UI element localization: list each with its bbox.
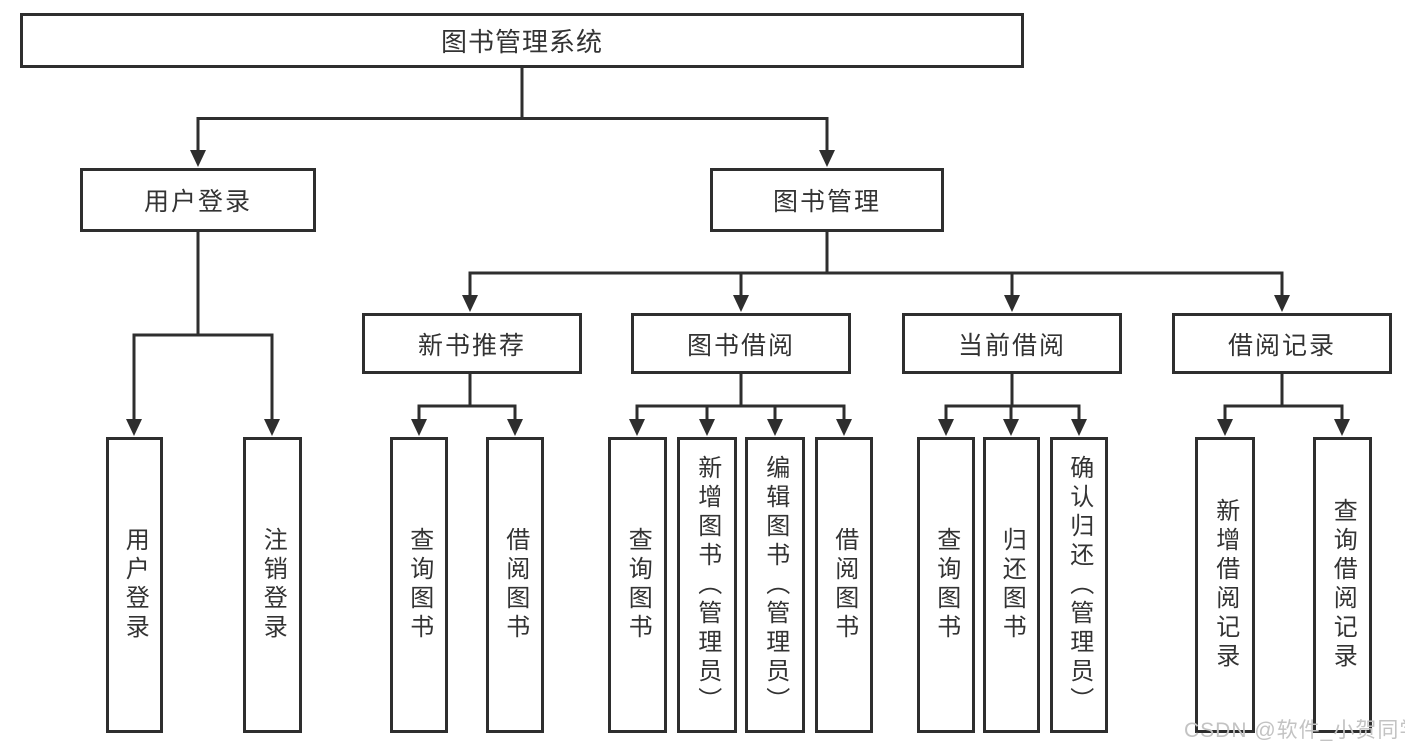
- leaf-add-book-admin: 新增图书（管理员）: [677, 437, 737, 733]
- edge-root-to-level2: [190, 68, 835, 167]
- csdn-watermark: CSDN @软件_小贺同学: [1184, 719, 1405, 742]
- leaf-query-books-current-label: 查询图书: [932, 527, 960, 643]
- edge-user-login-to-leaves: [126, 232, 280, 436]
- edge-new-book-recommend-to-leaves: [411, 374, 523, 436]
- leaf-query-books-current: 查询图书: [917, 437, 975, 733]
- leaf-query-books-borrowing: 查询图书: [608, 437, 667, 733]
- leaf-add-borrow-record-label: 新增借阅记录: [1211, 498, 1239, 672]
- edge-book-management-to-level3: [462, 232, 1290, 312]
- leaf-query-borrow-record: 查询借阅记录: [1313, 437, 1372, 733]
- leaf-edit-book-admin: 编辑图书（管理员）: [745, 437, 805, 733]
- node-book-management: 图书管理: [710, 168, 944, 232]
- node-borrowing-records: 借阅记录: [1172, 313, 1392, 374]
- leaf-borrow-books-recommend-label: 借阅图书: [501, 527, 529, 643]
- leaf-query-books-borrowing-label: 查询图书: [624, 527, 652, 643]
- leaf-query-books-recommend-label: 查询图书: [405, 527, 433, 643]
- node-new-book-recommend: 新书推荐: [362, 313, 582, 374]
- leaf-user-login-label: 用户登录: [121, 527, 149, 643]
- leaf-query-borrow-record-label: 查询借阅记录: [1329, 498, 1357, 672]
- leaf-borrow-books: 借阅图书: [815, 437, 873, 733]
- leaf-query-books-recommend: 查询图书: [390, 437, 448, 733]
- leaf-edit-book-admin-label: 编辑图书（管理员）: [761, 454, 789, 716]
- node-book-borrowing: 图书借阅: [631, 313, 851, 374]
- leaf-confirm-return-admin-label: 确认归还（管理员）: [1065, 454, 1093, 716]
- leaf-logout-label: 注销登录: [259, 527, 287, 643]
- leaf-add-borrow-record: 新增借阅记录: [1195, 437, 1255, 733]
- leaf-confirm-return-admin: 确认归还（管理员）: [1050, 437, 1108, 733]
- node-user-login: 用户登录: [80, 168, 316, 232]
- leaf-logout: 注销登录: [243, 437, 302, 733]
- edge-book-borrowing-to-leaves: [629, 374, 852, 436]
- node-current-borrowing: 当前借阅: [902, 313, 1122, 374]
- leaf-return-books-label: 归还图书: [998, 527, 1026, 643]
- leaf-user-login: 用户登录: [106, 437, 163, 733]
- edge-borrowing-records-to-leaves: [1217, 374, 1350, 436]
- node-library-system: 图书管理系统: [20, 13, 1024, 68]
- leaf-borrow-books-recommend: 借阅图书: [486, 437, 544, 733]
- leaf-add-book-admin-label: 新增图书（管理员）: [693, 454, 721, 716]
- leaf-return-books: 归还图书: [983, 437, 1040, 733]
- edge-current-borrowing-to-leaves: [938, 374, 1087, 436]
- leaf-borrow-books-label: 借阅图书: [830, 527, 858, 643]
